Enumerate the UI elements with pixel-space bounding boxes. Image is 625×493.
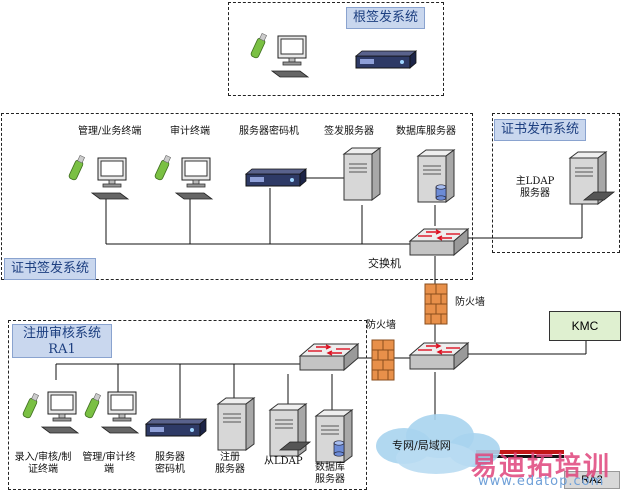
db-server-label: 数据库服务器 [396,126,456,137]
ra-crypto-label-line1: 服务器 [155,452,185,463]
server-crypto-label: 服务器密码机 [239,126,299,137]
cert-issue-box [1,113,473,280]
kmc-node: KMC [549,311,621,341]
ldap-slave-label: 从LDAP [264,456,303,467]
root-ca-box [228,2,444,96]
mgmt-terminal-label: 管理/业务终端 [78,126,142,137]
network-links [354,324,587,420]
firewall-upper-label: 防火墙 [455,297,485,308]
ldap-master-label-line1: 主LDAP [515,176,555,187]
watermark-url: www.edatop.com [478,474,605,489]
cloud-label: 专网/局域网 [392,439,451,452]
ldap-master-label: 主LDAP 服务器 [510,176,560,200]
firewall-upper-icon [424,283,448,325]
entry-terminal-label-line2: 证终端 [28,464,58,475]
ra1-title: 注册审核系统 RA1 [12,324,112,358]
cert-publish-title: 证书发布系统 [494,119,587,141]
ra-db-server-label-line1: 数据库 [315,462,345,473]
entry-terminal-label: 录入/审核/制 证终端 [8,452,78,476]
ldap-master-label-line2: 服务器 [520,188,550,199]
ra2-node: RA2 [564,471,620,489]
audit-terminal-label: 审计终端 [170,126,210,137]
ra-db-server-label: 数据库 服务器 [310,462,350,486]
cert-issue-links [105,177,583,284]
entry-terminal-label-line1: 录入/审核/制 [14,452,72,463]
ra-audit-terminal-label: 管理/审计终 端 [74,452,144,476]
ra1-name: RA1 [48,342,76,357]
reg-server-label-line2: 服务器 [215,464,245,475]
ra1-title-text: 注册审核系统 [22,326,101,341]
firewall-lower-icon [371,339,395,381]
root-ca-title: 根签发系统 [346,7,426,29]
ra-crypto-label-line2: 密码机 [155,464,185,475]
ra-db-server-label-line2: 服务器 [315,474,345,485]
cert-issue-title: 证书签发系统 [4,258,97,280]
edge-switch-icon [409,342,469,370]
ra2-link-bar [476,450,564,454]
ra2-link-bar-dark [476,455,564,458]
sign-server-label: 签发服务器 [324,126,374,137]
firewall-lower-label: 防火墙 [366,320,396,331]
switch-label: 交换机 [368,257,401,270]
reg-server-label: 注册 服务器 [208,452,252,476]
watermark-brand: 易迪拓培训 [471,452,612,482]
cert-publish-box [492,113,620,253]
ra1-links [55,363,333,418]
ra1-box [8,320,367,490]
reg-server-label-line1: 注册 [220,452,240,463]
ra-crypto-label: 服务器 密码机 [148,452,192,476]
network-cloud-icon [376,414,500,474]
ra-audit-terminal-label-line1: 管理/审计终 [82,452,136,463]
ra-audit-terminal-label-line2: 端 [104,464,114,475]
